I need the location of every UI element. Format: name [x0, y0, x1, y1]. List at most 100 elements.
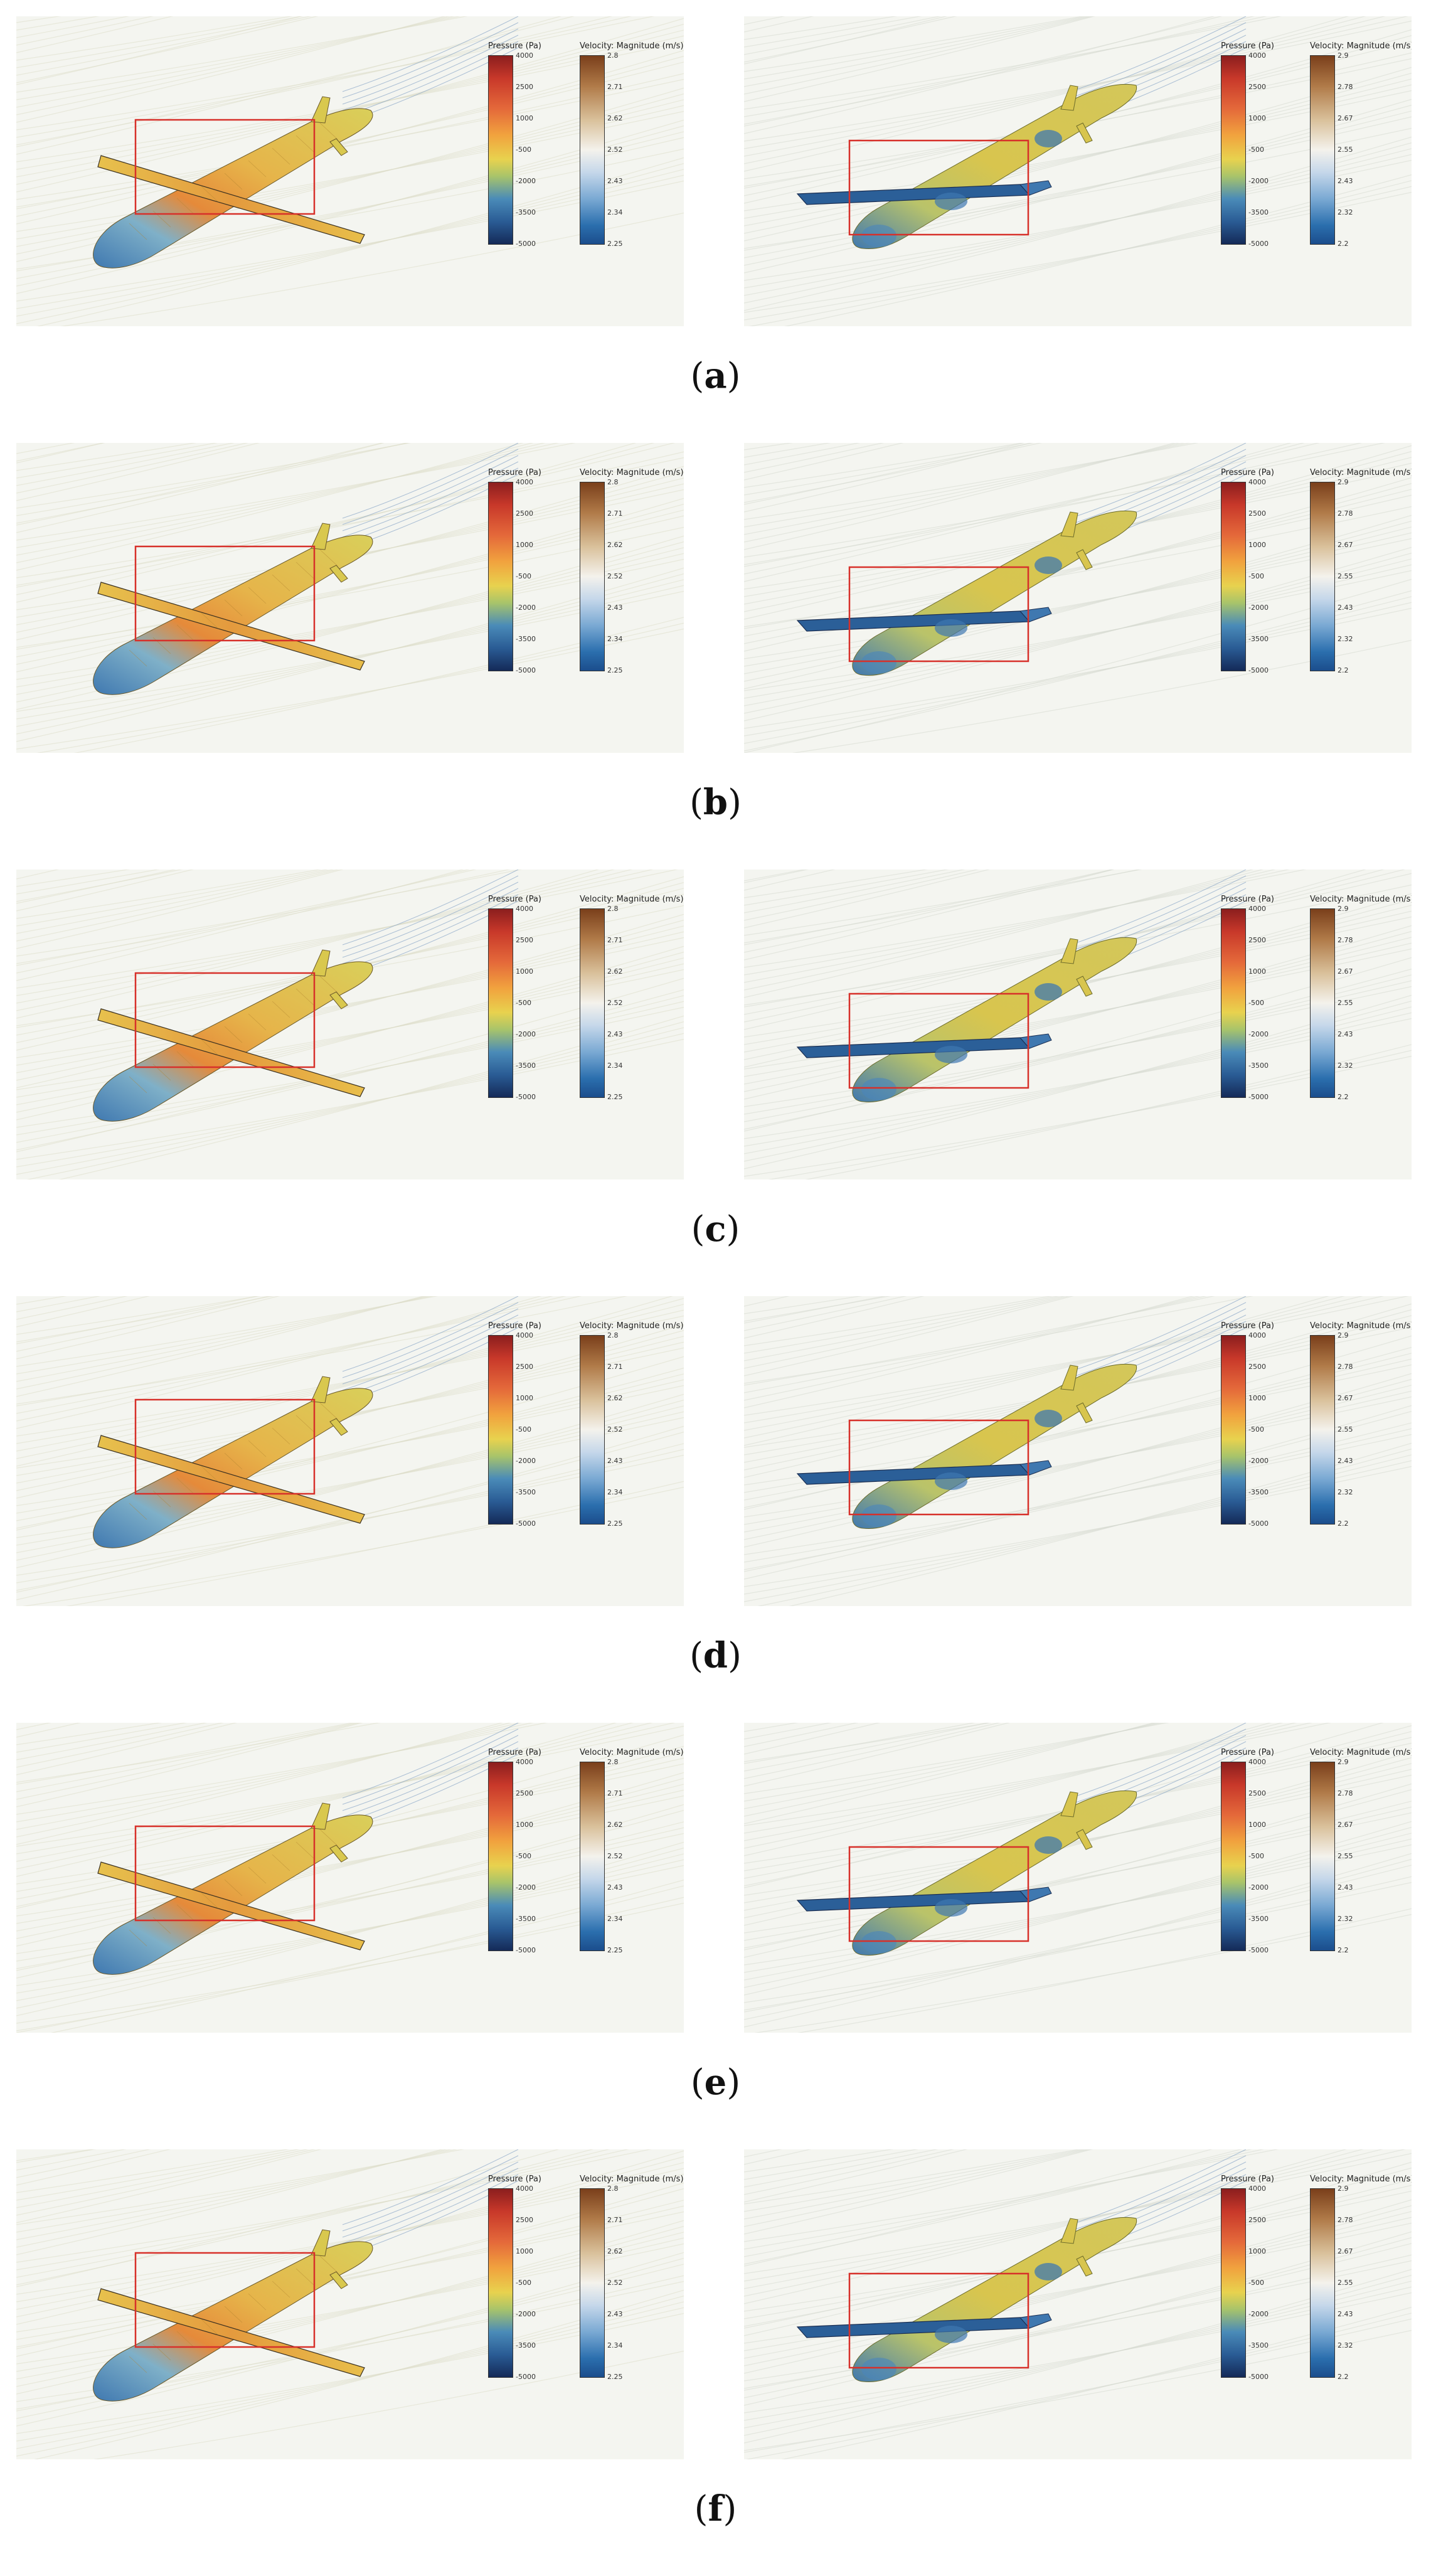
- pressure-tick-label: -2000: [516, 177, 536, 185]
- pressure-tick-label: 4000: [1248, 905, 1266, 913]
- pressure-tick-label: 4000: [1248, 1758, 1266, 1766]
- velocity-tick-label: 2.8: [607, 905, 619, 913]
- velocity-tick-label: 2.78: [1338, 936, 1353, 944]
- velocity-gradient-bar: [580, 55, 605, 245]
- pressure-tick-label: 2500: [1248, 936, 1266, 944]
- pressure-tick-label: 1000: [516, 2247, 533, 2255]
- velocity-tick-label: 2.32: [1338, 635, 1353, 643]
- velocity-tick-label: 2.2: [1338, 666, 1349, 674]
- caption-paren: (: [689, 1636, 703, 1676]
- velocity-gradient-bar: [580, 908, 605, 1098]
- pressure-tick-label: -3500: [1248, 635, 1269, 643]
- velocity-tick-label: 2.34: [607, 2341, 623, 2350]
- velocity-tick-label: 2.43: [607, 1883, 623, 1892]
- velocity-tick-label: 2.71: [607, 2216, 623, 2224]
- velocity-tick-label: 2.8: [607, 51, 619, 60]
- velocity-colorbar-title: Velocity: Magnitude (m/s): [580, 895, 684, 904]
- velocity-tick-label: 2.2: [1338, 2373, 1349, 2381]
- caption-paren: (: [690, 356, 705, 397]
- pressure-gradient-bar: [1221, 2188, 1246, 2378]
- velocity-gradient-bar: [580, 1762, 605, 1951]
- pressure-tick-label: -500: [516, 1425, 531, 1434]
- aircraft-model: [796, 937, 1137, 1102]
- pressure-tick-label: -3500: [516, 208, 536, 216]
- velocity-tick-label: 2.32: [1338, 1488, 1353, 1496]
- velocity-tick-label: 2.9: [1338, 51, 1349, 60]
- velocity-tick-label: 2.52: [607, 1425, 623, 1434]
- pressure-tick-label: -5000: [1248, 1520, 1269, 1528]
- velocity-tick-label: 2.34: [607, 1488, 623, 1496]
- pressure-tick-label: 2500: [516, 1363, 533, 1371]
- aircraft-model: [796, 83, 1137, 249]
- velocity-tick-label: 2.43: [1338, 1030, 1353, 1038]
- highlight-box: [134, 545, 316, 642]
- pressure-tick-label: -3500: [516, 2341, 536, 2350]
- aircraft-model: [796, 1363, 1137, 1529]
- pressure-tick-label: 4000: [1248, 1331, 1266, 1339]
- pressure-tick-label: 1000: [1248, 967, 1266, 976]
- velocity-colorbar-title: Velocity: Magnitude (m/s): [580, 2174, 684, 2184]
- subfigure-caption: (f): [0, 2488, 1431, 2530]
- velocity-tick-label: 2.71: [607, 1789, 623, 1797]
- velocity-tick-label: 2.78: [1338, 2216, 1353, 2224]
- pressure-tick-label: 1000: [1248, 114, 1266, 122]
- velocity-gradient-bar: [1310, 482, 1335, 671]
- subfigure-caption: (e): [0, 2062, 1431, 2103]
- pressure-tick-label: -500: [1248, 572, 1264, 580]
- pressure-colorbar-title: Pressure (Pa): [1221, 1321, 1275, 1331]
- pressure-tick-label: -3500: [1248, 1915, 1269, 1923]
- pressure-tick-label: -2000: [1248, 604, 1269, 612]
- velocity-tick-label: 2.2: [1338, 1520, 1349, 1528]
- velocity-tick-label: 2.67: [1338, 541, 1353, 549]
- velocity-colorbar-title: Velocity: Magnitude (m/s): [1310, 1321, 1412, 1331]
- velocity-tick-label: 2.55: [1338, 999, 1353, 1007]
- subfigure-label: d: [703, 1635, 728, 1676]
- pressure-tick-label: -500: [516, 999, 531, 1007]
- velocity-tick-label: 2.55: [1338, 572, 1353, 580]
- velocity-tick-label: 2.25: [607, 1520, 623, 1528]
- pressure-gradient-bar: [488, 1335, 513, 1525]
- velocity-tick-label: 2.62: [607, 114, 623, 122]
- pressure-tick-label: -500: [1248, 2279, 1264, 2287]
- velocity-tick-label: 2.52: [607, 999, 623, 1007]
- pressure-colorbar-title: Pressure (Pa): [1221, 41, 1275, 51]
- pressure-tick-label: 2500: [1248, 509, 1266, 518]
- highlight-box: [848, 993, 1029, 1089]
- pressure-tick-label: -3500: [516, 1062, 536, 1070]
- velocity-tick-label: 2.43: [607, 1030, 623, 1038]
- velocity-gradient-bar: [1310, 1335, 1335, 1525]
- velocity-gradient-bar: [1310, 2188, 1335, 2378]
- velocity-tick-label: 2.55: [1338, 2279, 1353, 2287]
- highlight-box: [134, 1398, 316, 1495]
- pressure-tick-label: -5000: [1248, 240, 1269, 248]
- pressure-tick-label: 4000: [1248, 478, 1266, 486]
- pressure-tick-label: 4000: [516, 1331, 533, 1339]
- pressure-tick-label: 2500: [516, 83, 533, 91]
- velocity-tick-label: 2.9: [1338, 478, 1349, 486]
- pressure-tick-label: 4000: [516, 905, 533, 913]
- subfigure-label: e: [704, 2062, 727, 2103]
- pressure-tick-label: -500: [1248, 1852, 1264, 1860]
- pressure-tick-label: -2000: [1248, 1883, 1269, 1892]
- velocity-tick-label: 2.8: [607, 1758, 619, 1766]
- velocity-tick-label: 2.55: [1338, 1852, 1353, 1860]
- pressure-gradient-bar: [488, 1762, 513, 1951]
- aircraft-model: [93, 2229, 373, 2402]
- pressure-tick-label: -500: [516, 2279, 531, 2287]
- pressure-tick-label: 1000: [1248, 1394, 1266, 1402]
- pressure-tick-label: -500: [516, 146, 531, 154]
- pressure-tick-label: 1000: [1248, 541, 1266, 549]
- streamlines: [16, 16, 684, 326]
- pressure-tick-label: 2500: [1248, 1363, 1266, 1371]
- pressure-tick-label: -5000: [516, 1520, 536, 1528]
- caption-paren: ): [726, 2062, 741, 2103]
- velocity-tick-label: 2.43: [607, 1457, 623, 1465]
- highlight-box: [848, 1419, 1029, 1516]
- velocity-tick-label: 2.25: [607, 2373, 623, 2381]
